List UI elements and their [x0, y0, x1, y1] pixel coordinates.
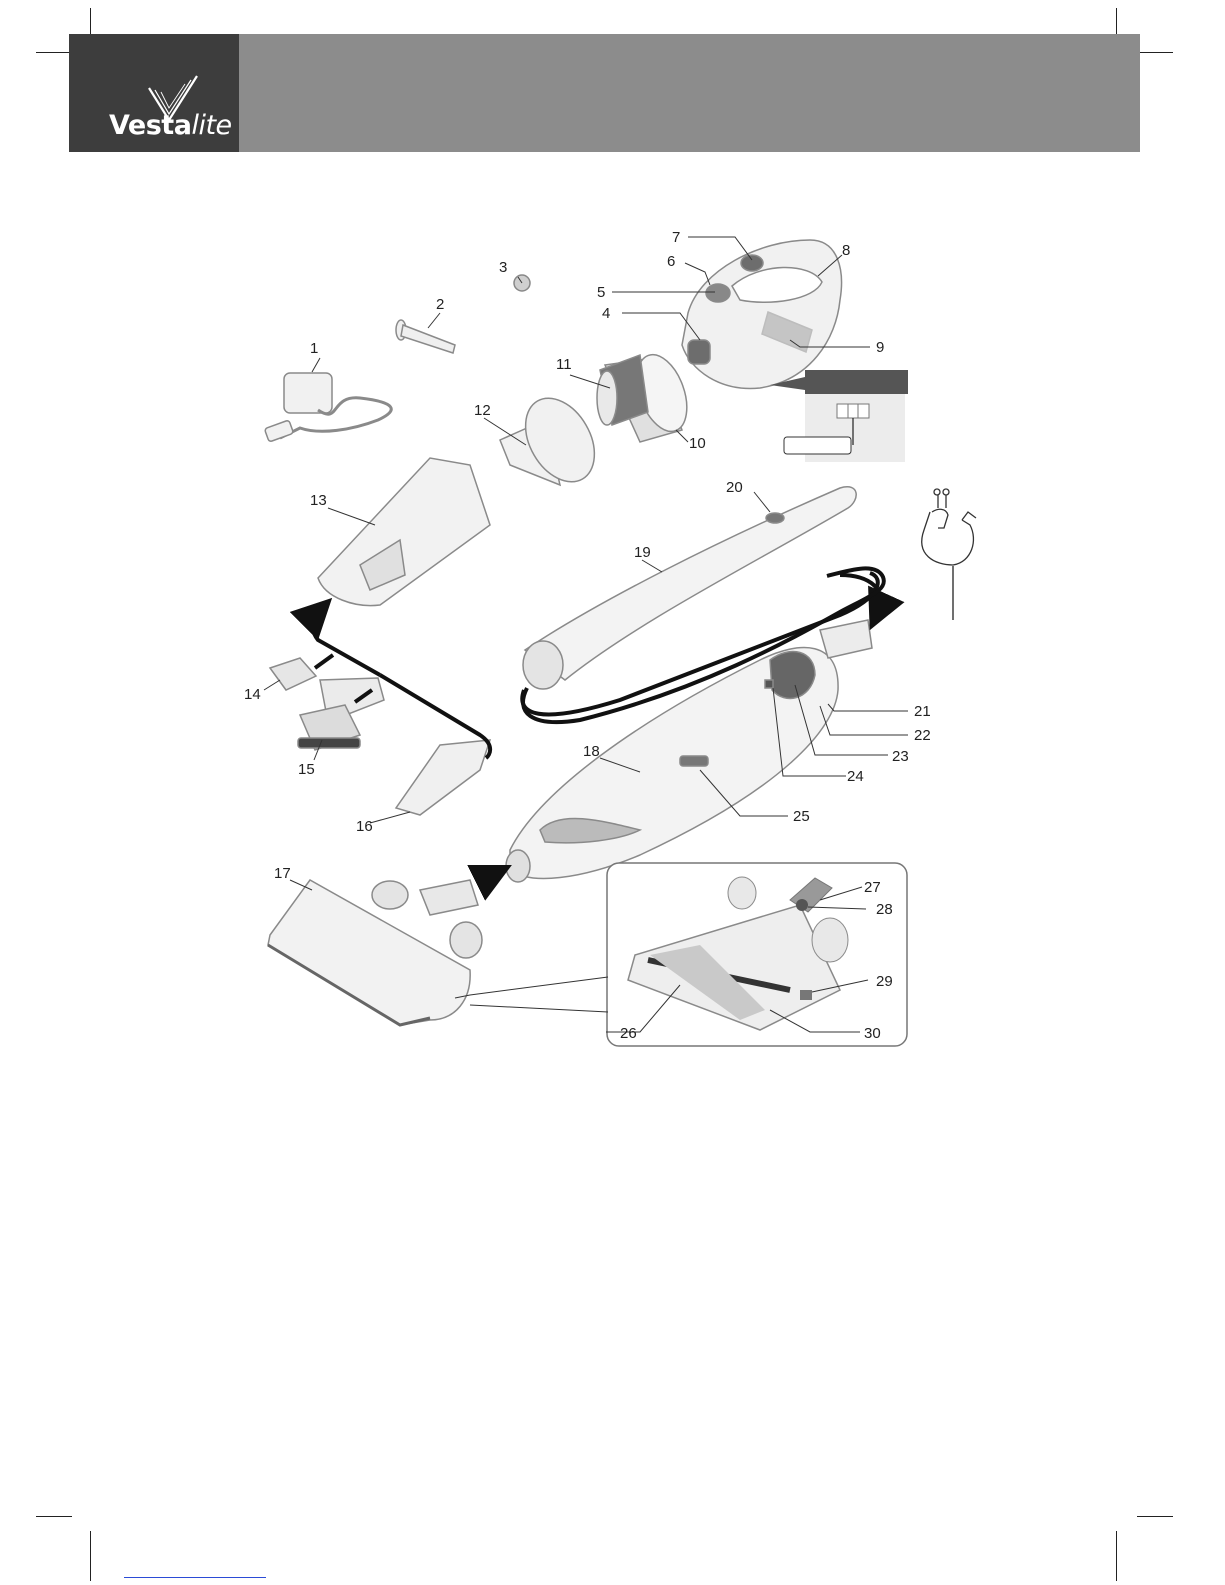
pre-filter: [500, 386, 608, 494]
callout-3: 3: [499, 259, 507, 276]
callout-12: 12: [474, 402, 491, 419]
callout-10: 10: [689, 435, 706, 452]
callout-26: 26: [620, 1025, 637, 1042]
mounting-screw: [396, 320, 455, 353]
attachments: [270, 658, 490, 815]
callout-13: 13: [310, 492, 327, 509]
dust-container: [318, 458, 490, 606]
callout-2: 2: [436, 296, 444, 313]
callout-5: 5: [597, 284, 605, 301]
callout-18: 18: [583, 743, 600, 760]
callout-27: 27: [864, 879, 881, 896]
callout-17: 17: [274, 865, 291, 882]
callout-1: 1: [310, 340, 318, 357]
callout-24: 24: [847, 768, 864, 785]
callout-22: 22: [914, 727, 931, 744]
callout-23: 23: [892, 748, 909, 765]
callout-9: 9: [876, 339, 884, 356]
charging-indicator-inset: [770, 370, 908, 462]
callout-21: 21: [914, 703, 931, 720]
callout-11: 11: [556, 356, 572, 373]
callout-4: 4: [602, 305, 610, 322]
callout-30: 30: [864, 1025, 881, 1042]
callout-20: 20: [726, 479, 743, 496]
floor-brush: [268, 880, 482, 1025]
callout-7: 7: [672, 229, 680, 246]
callout-28: 28: [876, 901, 893, 918]
callout-16: 16: [356, 818, 373, 835]
callout-8: 8: [842, 242, 850, 259]
callout-29: 29: [876, 973, 893, 990]
callout-14: 14: [244, 686, 261, 703]
filter: [597, 348, 696, 442]
callout-6: 6: [667, 253, 675, 270]
motor-body: [682, 240, 841, 388]
wall-bracket: [922, 489, 976, 620]
callout-15: 15: [298, 761, 315, 778]
callout-25: 25: [793, 808, 810, 825]
charger-adapter: [264, 373, 391, 442]
callout-19: 19: [634, 544, 651, 561]
footer-link-underline: [124, 1577, 266, 1578]
